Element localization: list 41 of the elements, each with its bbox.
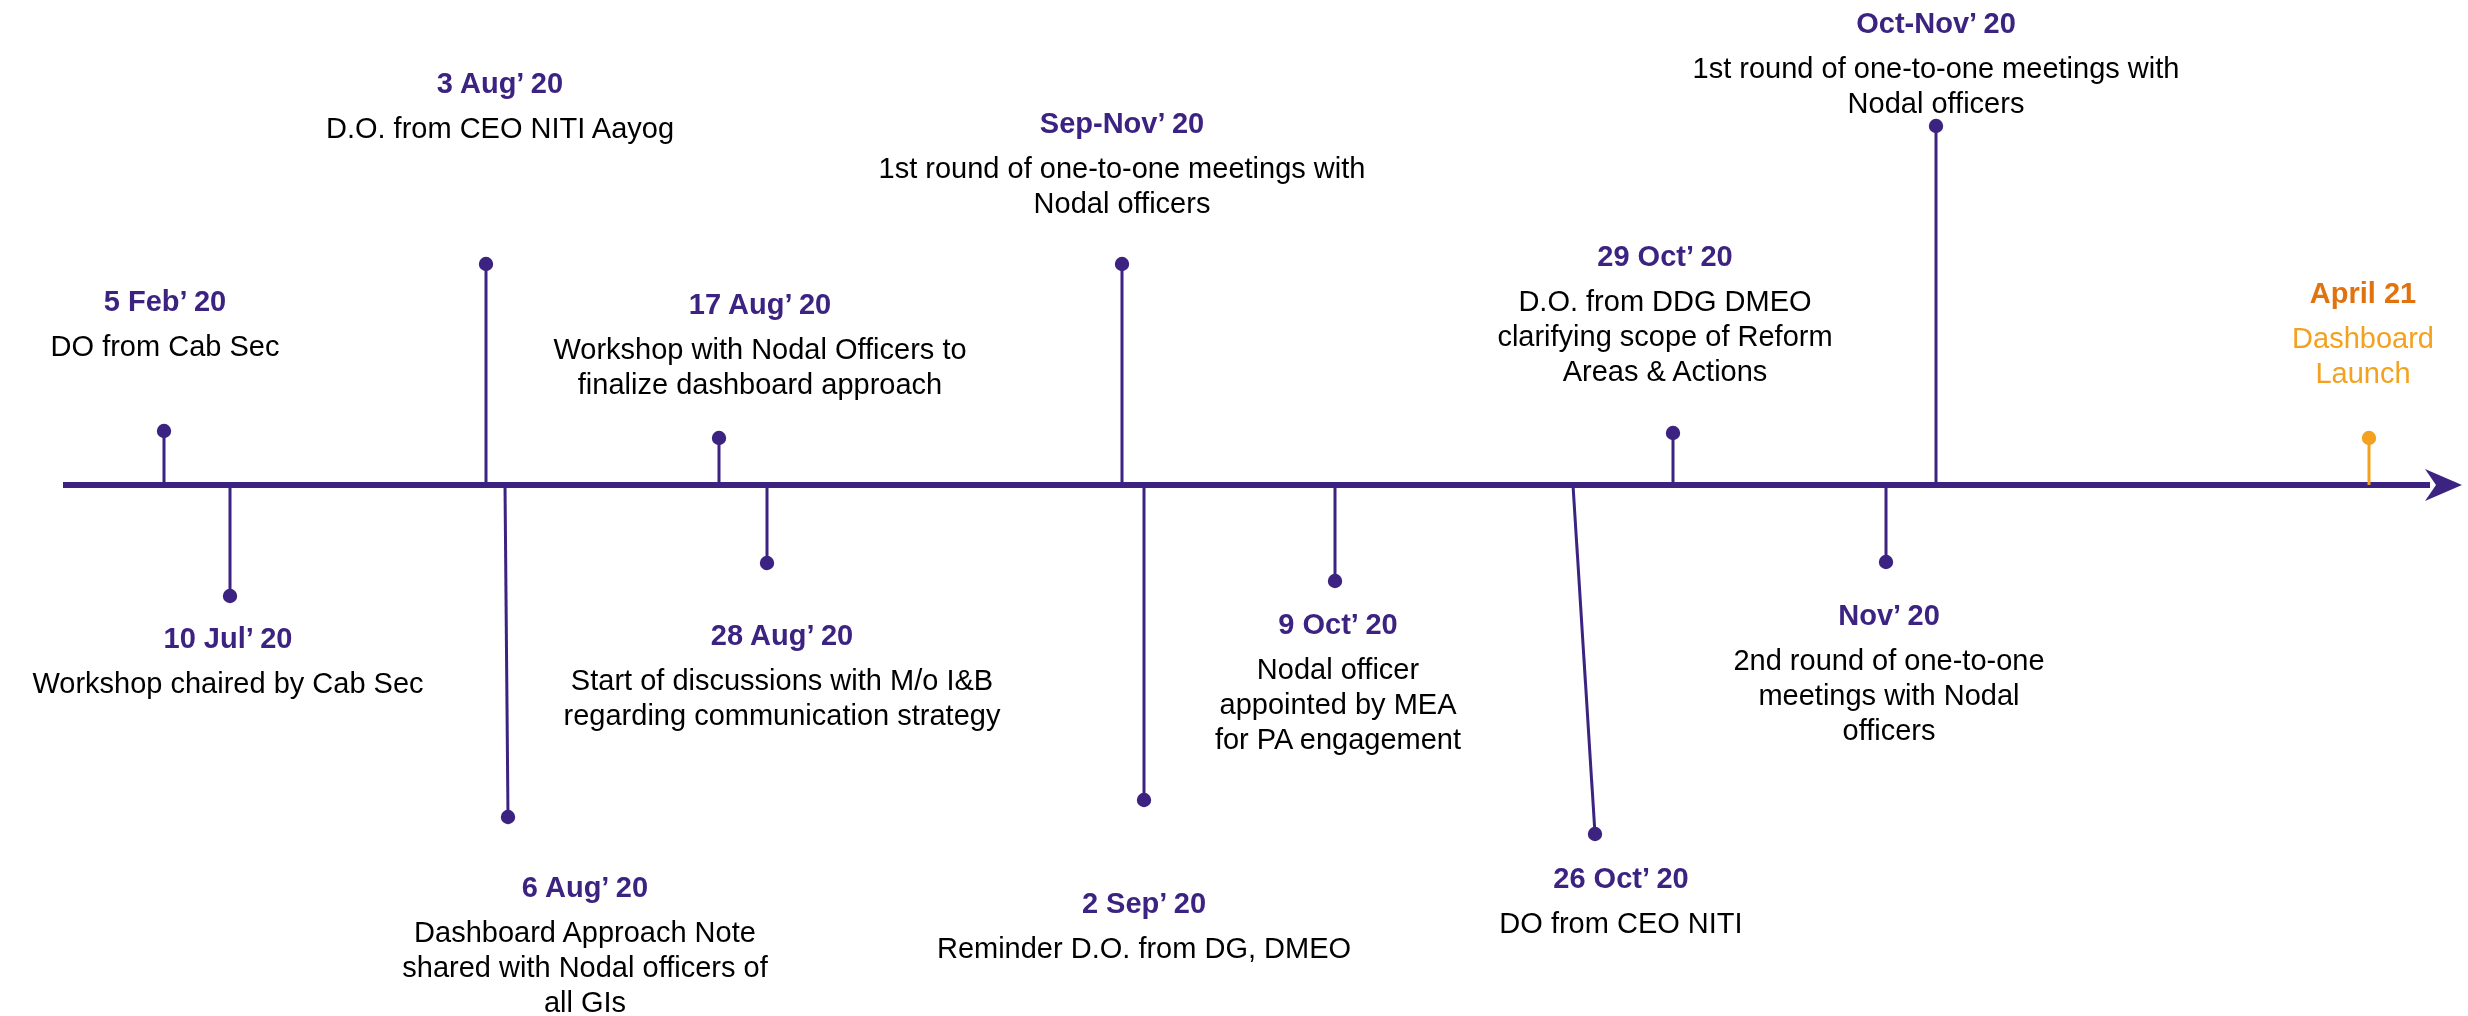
leader-line bbox=[2361, 430, 2377, 485]
leader-line bbox=[1878, 485, 1894, 570]
leader-line bbox=[711, 430, 727, 485]
event-date: 5 Feb’ 20 bbox=[103, 284, 227, 319]
event-description: DO from CEO NITI bbox=[1499, 906, 1743, 941]
event-date: 29 Oct’ 20 bbox=[1597, 239, 1733, 274]
leader-line bbox=[1327, 485, 1343, 589]
event-date: 17 Aug’ 20 bbox=[688, 287, 832, 322]
event-date: 26 Oct’ 20 bbox=[1553, 861, 1689, 896]
event-date: 28 Aug’ 20 bbox=[710, 618, 854, 653]
event-date: Oct-Nov’ 20 bbox=[1856, 6, 2016, 41]
event-description: D.O. from DDG DMEO clarifying scope of Reform Areas & Actions bbox=[1496, 284, 1834, 389]
event-date: 6 Aug’ 20 bbox=[521, 870, 649, 905]
leader-line bbox=[1928, 118, 1944, 485]
event-description: Reminder D.O. from DG, DMEO bbox=[936, 931, 1352, 966]
event-date: Sep-Nov’ 20 bbox=[1039, 106, 1205, 141]
event-date: 9 Oct’ 20 bbox=[1278, 607, 1398, 642]
event-description: 2nd round of one-to-one meetings with Nodal officers bbox=[1732, 643, 2046, 748]
leader-line bbox=[759, 485, 775, 571]
leader-line bbox=[478, 256, 494, 485]
event-date: Nov’ 20 bbox=[1838, 598, 1940, 633]
event-description: Nodal officer appointed by MEA for PA engagement bbox=[1213, 652, 1463, 757]
leader-line bbox=[500, 485, 516, 825]
event-description: Workshop chaired by Cab Sec bbox=[32, 666, 424, 701]
event-date: 10 Jul’ 20 bbox=[163, 621, 293, 656]
event-date: 3 Aug’ 20 bbox=[436, 66, 564, 101]
event-description: D.O. from CEO NITI Aayog bbox=[325, 111, 675, 146]
event-description: Dashboard Approach Note shared with Nodal officers of all GIs bbox=[401, 915, 769, 1016]
event-description: Start of discussions with M/o I&B regarding communication strategy bbox=[562, 663, 1002, 733]
event-date: April 21 bbox=[2309, 276, 2417, 311]
event-description: 1st round of one-to-one meetings with Nodal officers bbox=[1691, 51, 2181, 121]
event-description: DO from Cab Sec bbox=[50, 329, 280, 364]
event-description: 1st round of one-to-one meetings with Nodal officers bbox=[877, 151, 1367, 221]
leader-line bbox=[1136, 485, 1152, 808]
leader-line bbox=[1114, 256, 1130, 485]
leader-line bbox=[156, 423, 172, 485]
leader-line bbox=[1665, 425, 1681, 485]
event-description: Dashboard Launch bbox=[2291, 321, 2435, 391]
leader-line bbox=[222, 485, 238, 604]
event-date: 2 Sep’ 20 bbox=[1081, 886, 1207, 921]
event-description: Workshop with Nodal Officers to finalize dashboard approach bbox=[552, 332, 968, 402]
